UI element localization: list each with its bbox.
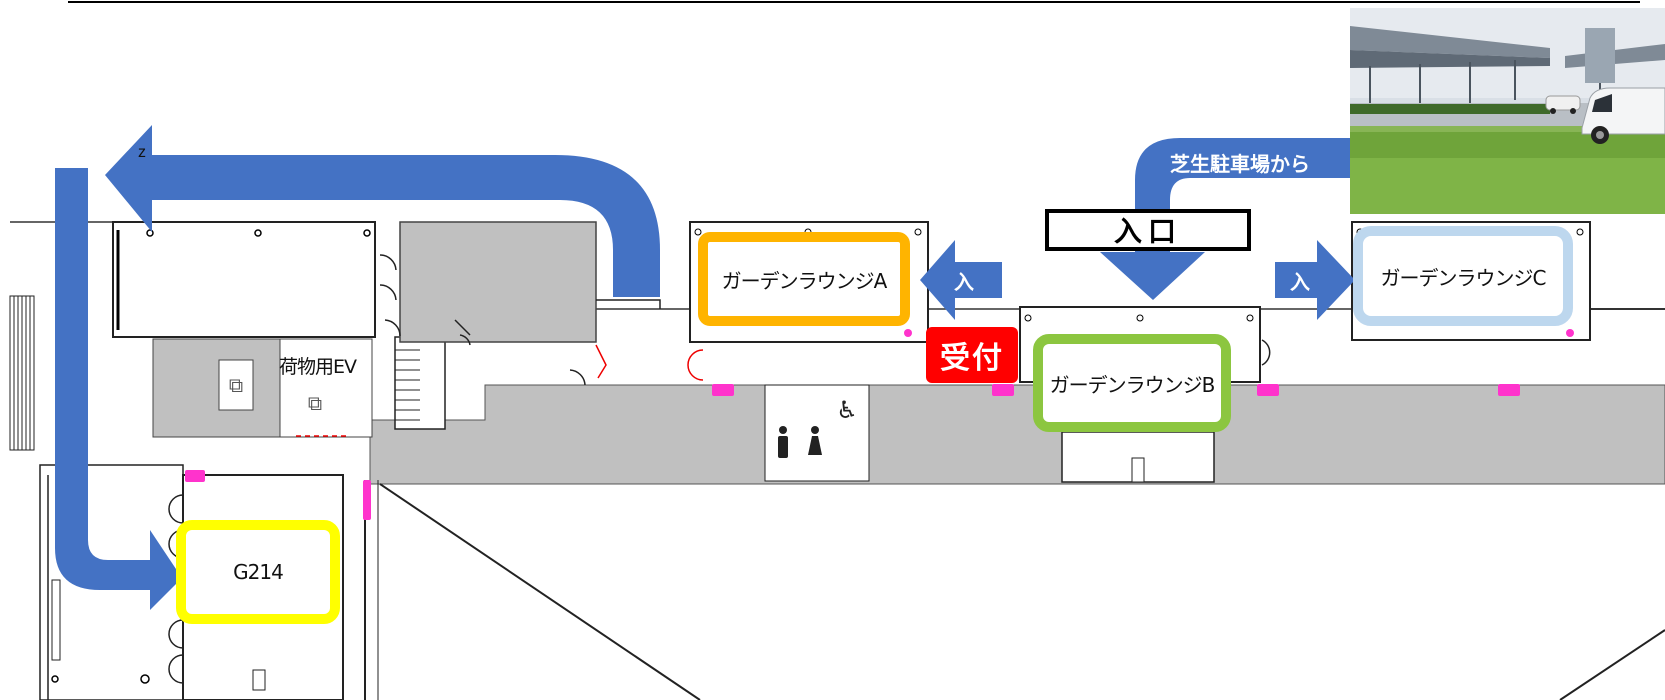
z-mark: z bbox=[138, 144, 146, 161]
reception-sign: 受付 bbox=[926, 327, 1018, 383]
freight-elevator-icon bbox=[300, 380, 330, 420]
route-arrow-to-g214 bbox=[55, 168, 182, 610]
storage-block bbox=[399, 221, 597, 343]
svg-text:⧉: ⧉ bbox=[229, 373, 243, 397]
garden-lounge-b-label[interactable]: ガーデンラウンジB bbox=[1033, 334, 1231, 432]
staircase bbox=[394, 336, 446, 430]
g214-label[interactable]: G214 bbox=[176, 520, 340, 624]
route-arrow-main bbox=[105, 125, 660, 297]
enter-label-left: 入 bbox=[954, 270, 974, 294]
female-restroom-icon bbox=[808, 426, 822, 455]
route-arrow-from-parking bbox=[1100, 138, 1350, 300]
wheelchair-icon: ♿ bbox=[836, 396, 858, 424]
emergency-marker-group bbox=[185, 384, 1520, 520]
garden-lounge-a-label[interactable]: ガーデンラウンジA bbox=[698, 232, 910, 326]
enter-arrow-right bbox=[1275, 240, 1355, 320]
svg-text:⧉: ⧉ bbox=[308, 391, 322, 415]
van-illustration bbox=[1581, 87, 1665, 144]
door-swing-icon bbox=[379, 254, 586, 386]
male-restroom-icon bbox=[778, 426, 788, 458]
entrance-sign: 入口 bbox=[1045, 209, 1251, 251]
route-arrows bbox=[55, 125, 1355, 610]
parking-lot-photo bbox=[1350, 8, 1665, 214]
enter-arrow-left bbox=[920, 240, 1002, 320]
elevator-icon bbox=[218, 359, 254, 411]
garden-lounge-c-label[interactable]: ガーデンラウンジC bbox=[1353, 226, 1573, 326]
window-grill bbox=[9, 295, 35, 451]
left-room bbox=[112, 221, 376, 338]
enter-label-right: 入 bbox=[1290, 270, 1310, 294]
from-parking-label: 芝生駐車場から bbox=[1170, 152, 1310, 176]
freight-elevator-label: 荷物用EV bbox=[279, 356, 357, 378]
hall-diagonal-line bbox=[379, 483, 701, 700]
main-corridor bbox=[369, 384, 1665, 485]
